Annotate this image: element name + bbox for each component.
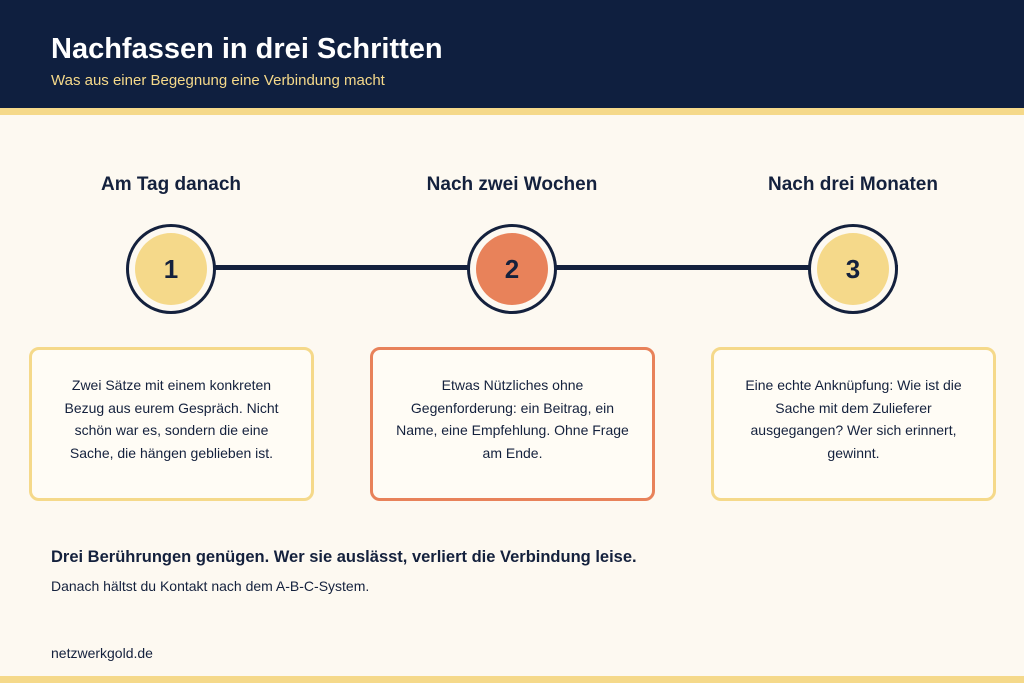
step-1-card: Zwei Sätze mit einem konkreten Bezug aus… bbox=[29, 347, 314, 501]
summary-statement: Drei Berührungen genügen. Wer sie ausläs… bbox=[51, 548, 637, 566]
footer-accent-line bbox=[0, 676, 1024, 683]
header-accent-line bbox=[0, 108, 1024, 115]
summary-note: Danach hältst du Kontakt nach dem A-B-C-… bbox=[51, 578, 370, 594]
footer-brand: netzwerkgold.de bbox=[51, 645, 153, 661]
header-bar bbox=[0, 0, 1024, 108]
step-3-description: Eine echte Anknüpfung: Wie ist die Sache… bbox=[745, 377, 962, 461]
page-title: Nachfassen in drei Schritten bbox=[51, 33, 443, 65]
step-2-node: 2 bbox=[467, 224, 557, 314]
page-subtitle: Was aus einer Begegnung eine Verbindung … bbox=[51, 72, 385, 89]
step-1-heading: Am Tag danach bbox=[100, 174, 242, 195]
step-3-heading: Nach drei Monaten bbox=[768, 174, 938, 195]
step-2-card: Etwas Nützliches ohne Gegenforderung: ei… bbox=[370, 347, 655, 501]
step-3-node: 3 bbox=[808, 224, 898, 314]
step-2-number: 2 bbox=[476, 233, 548, 305]
step-3-number: 3 bbox=[817, 233, 889, 305]
step-1-description: Zwei Sätze mit einem konkreten Bezug aus… bbox=[64, 377, 279, 461]
step-2-heading: Nach zwei Wochen bbox=[426, 174, 598, 195]
step-2-description: Etwas Nützliches ohne Gegenforderung: ei… bbox=[396, 377, 629, 461]
step-1-number: 1 bbox=[135, 233, 207, 305]
step-1-node: 1 bbox=[126, 224, 216, 314]
step-3-card: Eine echte Anknüpfung: Wie ist die Sache… bbox=[711, 347, 996, 501]
